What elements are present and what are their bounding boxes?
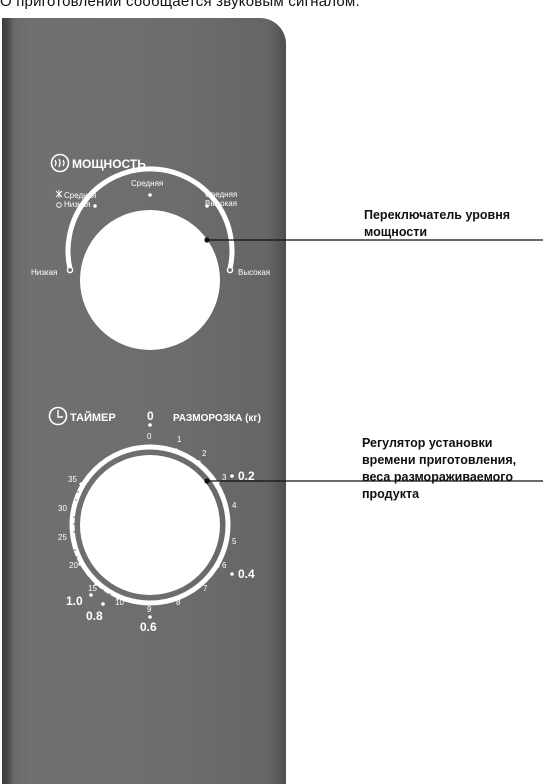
timer-label-8: 8 [176,598,181,607]
timer-scale-dot [174,448,178,452]
timer-label-2: 2 [202,449,207,458]
control-panel [2,18,286,784]
timer-scale-dot [79,482,83,486]
power-label-medlow-1: Средняя [64,191,96,200]
timer-fine-ticks [73,491,111,595]
power-scale-dot [93,204,97,208]
power-label-medhigh-1: Средняя [205,190,237,199]
power-knob[interactable] [80,210,220,350]
power-label-medhigh-2: Высокая [205,199,237,208]
weight-label-0-6: 0.6 [140,620,157,634]
timer-label-9: 9 [147,605,152,614]
timer-label-4: 4 [232,501,237,510]
timer-scale-dot [78,562,82,566]
power-label-high: Высокая [238,268,270,277]
timer-knob[interactable] [80,455,220,595]
timer-scale-dot [197,460,201,464]
timer-title: ТАЙМЕР [70,411,116,424]
weight-dot-0-8 [101,602,105,606]
power-scale-dot [66,266,74,274]
timer-scale-dot [71,538,75,542]
panel-edge-shadow [2,18,14,784]
top-caption-text: О приготовлении сообщается звуковым сигн… [0,0,360,9]
timer-scale-dot [94,582,98,586]
power-callout-line-2: мощности [364,225,428,239]
weight-label-0-8: 0.8 [86,609,103,623]
weight-zero-dot [148,423,152,427]
timer-scale-dot [198,584,202,588]
timer-scale-dot [148,444,152,448]
weight-label-1-0: 1.0 [66,594,83,608]
timer-scale-dot [216,564,220,568]
timer-label-35: 35 [68,475,77,484]
timer-label-25: 25 [58,533,67,542]
power-callout-text: Переключатель уровня мощности [364,207,510,241]
defrost-snowflake-icon [55,190,63,198]
power-title: МОЩНОСТЬ [72,157,146,171]
timer-label-5: 5 [232,537,237,546]
timer-callout-line-3: веса размораживаемого [362,470,513,484]
power-callout-line-1: Переключатель уровня [364,208,511,222]
weight-dot-1-0 [89,593,93,597]
power-scale-dot [148,193,152,197]
timer-scale-dot [225,538,229,542]
clock-icon [48,406,68,426]
timer-callout-line-2: времени приготовления, [362,453,517,467]
weight-label-0-2: 0.2 [238,469,255,483]
timer-label-20: 20 [69,561,78,570]
timer-callout-line-4: продукта [362,487,420,501]
timer-label-6: 6 [222,561,227,570]
power-icon [50,153,70,173]
timer-scale-dot [174,596,178,600]
weight-dot-0-4 [230,572,234,576]
timer-label-0: 0 [147,432,152,441]
timer-callout-text: Регулятор установки времени приготовлени… [362,435,516,503]
timer-label-10: 10 [115,598,124,607]
weight-label-0-4: 0.4 [238,567,255,581]
power-scale-dot [205,204,209,208]
timer-scale-dot [224,506,228,510]
power-scale-arc [65,166,235,271]
timer-scale-dot [148,602,152,606]
timer-label-7: 7 [203,584,208,593]
timer-label-15: 15 [88,584,97,593]
power-label-low: Низкая [31,268,57,277]
weight-dot-0-2 [230,474,234,478]
timer-callout-line-1: Регулятор установки [362,436,493,450]
timer-scale-dot [116,596,120,600]
power-label-medlow-2: Низкая [64,200,90,209]
drop-icon [56,202,62,208]
power-scale-dot [226,266,234,274]
timer-label-30: 30 [58,504,67,513]
defrost-title: РАЗМОРОЗКА (кг) [173,413,261,424]
timer-label-1: 1 [177,435,182,444]
weight-dot-0-6 [148,615,152,619]
weight-label-0: 0 [147,409,154,423]
timer-label-3: 3 [222,473,227,482]
timer-scale-dot [71,508,75,512]
power-label-medium: Средняя [131,179,163,188]
